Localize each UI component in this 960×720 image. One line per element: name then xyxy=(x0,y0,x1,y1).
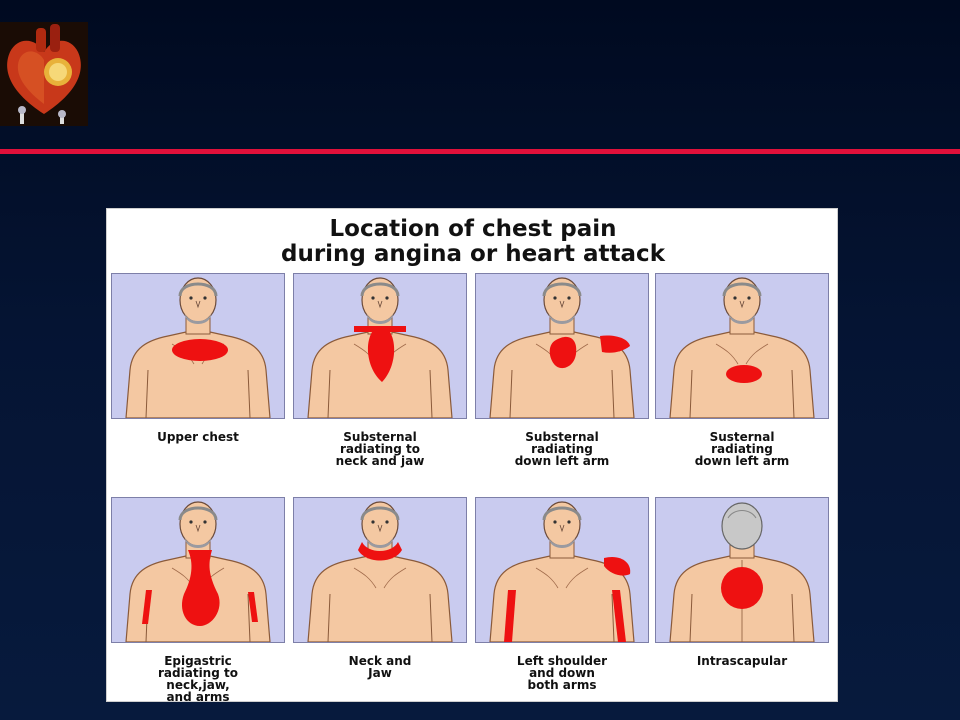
panel-caption: Intrascapular xyxy=(652,655,832,667)
panel-caption-line: and down xyxy=(529,666,595,680)
heart-logo xyxy=(0,22,88,126)
panel-caption-line: and arms xyxy=(166,690,230,704)
header-divider xyxy=(0,149,960,154)
body-illustration xyxy=(669,277,815,418)
panel-caption-line: neck and jaw xyxy=(335,454,425,468)
panel-caption-line: down left arm xyxy=(694,454,790,468)
body-illustration xyxy=(125,277,271,418)
panel-caption-line: Epigastric xyxy=(164,654,232,668)
body-figure xyxy=(669,277,815,418)
panel-caption-line: both arms xyxy=(527,678,597,692)
panel-caption-line: Upper chest xyxy=(157,430,239,444)
panel-caption-line: Substernal xyxy=(343,430,417,444)
panel-caption-line: Left shoulder xyxy=(516,654,608,668)
panel-caption-line: radiating to xyxy=(340,442,420,456)
illustration-panel-6 xyxy=(293,497,467,643)
chest-pain-figure: Location of chest pain during angina or … xyxy=(106,208,839,703)
panel-caption-line: radiating xyxy=(531,442,593,456)
panel-caption: Upper chest xyxy=(108,431,288,443)
body-illustration xyxy=(125,501,271,642)
body-figure xyxy=(489,277,635,418)
illustration-panel-4 xyxy=(655,273,829,419)
panel-caption-line: Intrascapular xyxy=(696,654,788,668)
heart-icon xyxy=(0,22,88,126)
illustration-panel-5 xyxy=(111,497,285,643)
pain-area-highlight xyxy=(549,335,630,369)
pain-area-highlight xyxy=(504,556,631,642)
pain-area-highlight xyxy=(726,365,762,383)
body-illustration xyxy=(669,502,815,642)
panel-caption-line: radiating xyxy=(711,442,773,456)
pain-area-highlight xyxy=(172,339,228,361)
figure-title-line-2: during angina or heart attack xyxy=(280,241,665,267)
figure-title: Location of chest pain during angina or … xyxy=(107,217,839,267)
body-illustration xyxy=(307,501,453,642)
body-illustration xyxy=(489,277,635,418)
panel-caption-line: Jaw xyxy=(368,666,392,680)
pain-area-highlight xyxy=(354,326,406,382)
pain-area-highlight xyxy=(142,550,258,626)
figure-title-line-1: Location of chest pain xyxy=(329,216,617,242)
panel-caption-line: down left arm xyxy=(514,454,610,468)
body-illustration xyxy=(489,501,635,642)
body-illustration xyxy=(307,277,453,418)
pain-area-highlight xyxy=(358,542,402,561)
panel-caption-line: neck,jaw, xyxy=(166,678,230,692)
illustration-panel-3 xyxy=(475,273,649,419)
illustration-panel-7 xyxy=(475,497,649,643)
body-figure xyxy=(307,501,453,642)
illustration-panel-2 xyxy=(293,273,467,419)
panel-caption-line: Neck and xyxy=(348,654,412,668)
body-figure xyxy=(489,501,635,642)
illustration-panel-1 xyxy=(111,273,285,419)
illustration-panel-8 xyxy=(655,497,829,643)
pain-area-highlight xyxy=(721,567,763,609)
panel-caption-line: Susternal xyxy=(709,430,775,444)
panel-caption-line: Substernal xyxy=(525,430,599,444)
panel-caption-line: radiating to xyxy=(158,666,238,680)
